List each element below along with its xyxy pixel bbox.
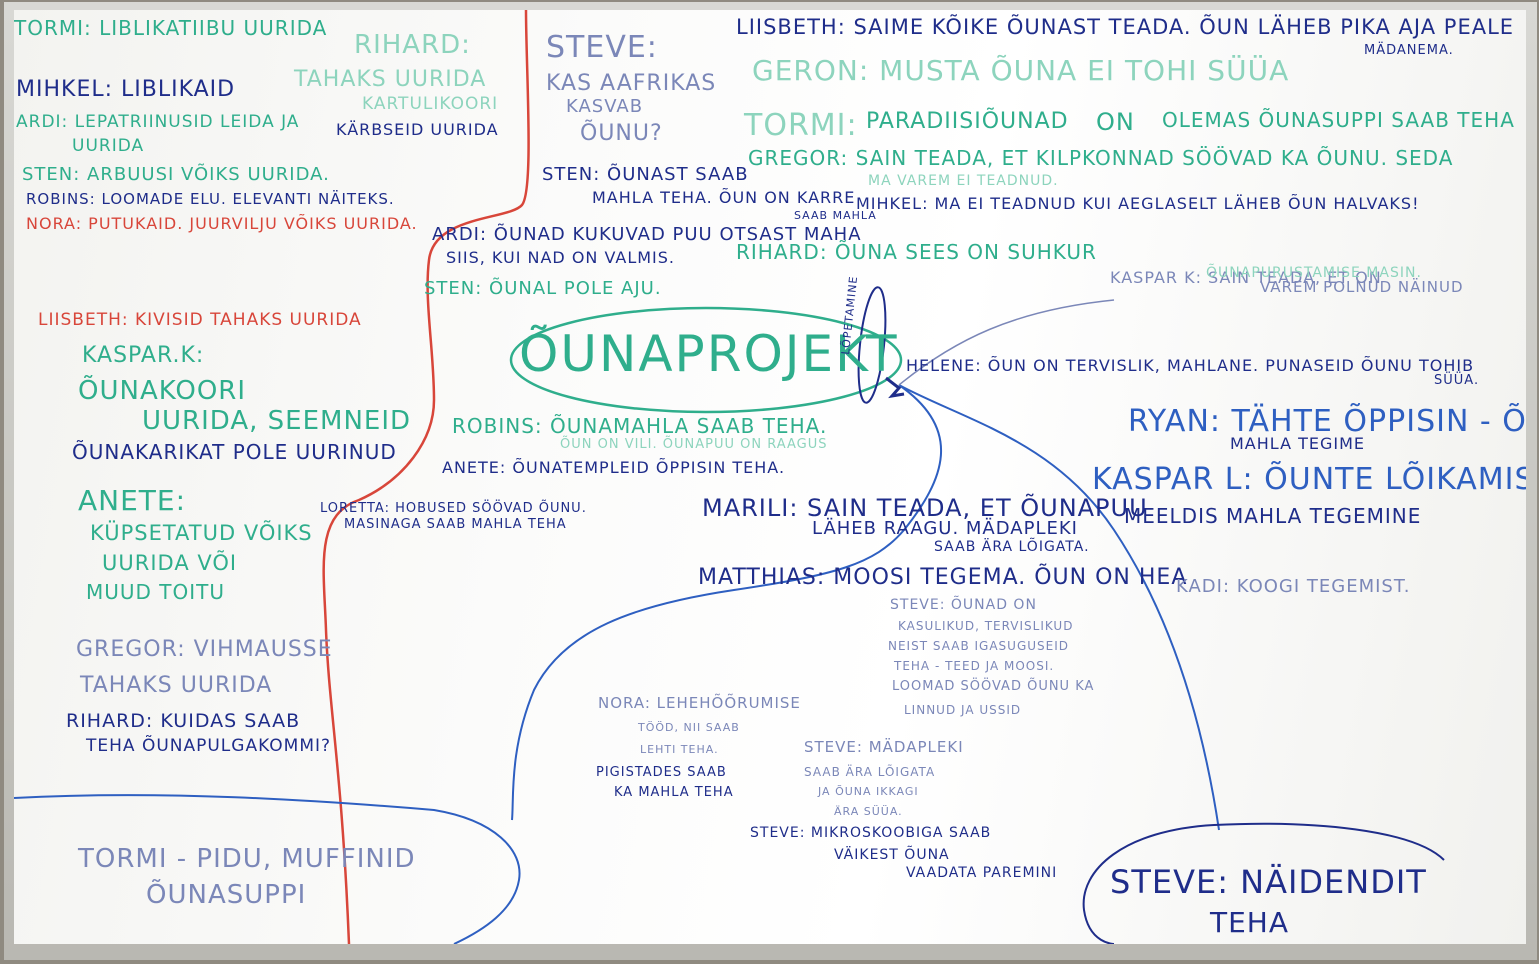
note-robins: ROBINS: LOOMADE ELU. ELEVANTI NÄITEKS. <box>26 190 395 208</box>
note-gregor: GREGOR: SAIN TEADA, ET KILPKONNAD SÖÖVAD… <box>748 146 1454 170</box>
note-ardi-cont: UURIDA <box>72 136 145 156</box>
note-steve2-3: TEHA - TEED JA MOOSI. <box>894 659 1055 673</box>
note-kasparK: KASPAR.K: <box>82 343 205 368</box>
note-tormi2-c: OLEMAS ÕUNASUPPI SAAB TEHA <box>1162 108 1515 132</box>
connector-line <box>898 384 1220 831</box>
note-steve5-cont: TEHA <box>1210 906 1290 939</box>
note-liisbeth2: LIISBETH: KIVISID TAHAKS UURIDA <box>38 310 362 330</box>
project-title: ÕUNAPROJEKT <box>519 325 899 383</box>
note-mihkel2: MIHKEL: MA EI TEADNUD KUI AEGLASELT LÄHE… <box>856 194 1420 213</box>
red-divider-line <box>322 10 530 944</box>
note-ardi2: ARDI: ÕUNAD KUKUVAD PUU OTSAST MAHA <box>432 224 862 245</box>
note-kasparL: KASPAR L: ÕUNTE LÕIKAMIST, <box>1092 462 1526 497</box>
connector-line <box>511 384 943 821</box>
note-gregor2-cont: TAHAKS UURIDA <box>80 673 273 698</box>
note-robins2: ROBINS: ÕUNAMAHLA SAAB TEHA. <box>452 414 828 438</box>
label-oval <box>857 286 887 404</box>
note-nora: NORA: PUTUKAID. JUURVILJU VÕIKS UURIDA. <box>26 214 418 233</box>
title-ellipse <box>509 306 903 414</box>
note-steve3-1: SAAB ÄRA LÕIGATA <box>804 765 936 779</box>
note-robins2-cont: ÕUN ON VILI. ÕUNAPUU ON RAAGUS <box>560 437 828 452</box>
connector-line <box>14 794 521 944</box>
connector-line <box>898 299 1115 386</box>
note-gregor-cont: MA VAREM EI TEADNUD. <box>868 173 1059 189</box>
note-ryan: RYAN: TÄHTE ÕPPISIN - Õ <box>1128 404 1526 439</box>
note-steve-3: ÕUNU? <box>580 121 663 146</box>
note-kasparK-2: UURIDA, SEEMNEID <box>142 406 412 436</box>
whiteboard: ÕUNAPROJEKT LÕPETAMINE TORMI: LIBLIKATII… <box>14 10 1526 944</box>
note-kaspar-cont: ÕUNAPURUSTAMISE MASIN. <box>1206 265 1422 281</box>
note-rihard-2: KARTULIKOORI <box>362 94 499 114</box>
note-nora2-1: TÖÖD, NII SAAB <box>638 721 740 734</box>
note-steve3-3: ÄRA SÜÜA. <box>834 805 903 818</box>
note-rihard3: RIHARD: KUIDAS SAAB <box>66 710 301 732</box>
note-liisbeth: LIISBETH: SAIME KÕIKE ÕUNAST TEADA. ÕUN … <box>736 15 1515 39</box>
note-tormi2-a: PARADIISIÕUNAD <box>866 109 1069 134</box>
note-kasparL-cont: MEELDIS MAHLA TEGEMINE <box>1124 504 1422 528</box>
note-rihard-3: KÄRBSEID UURIDA <box>336 120 499 139</box>
note-steve-title: STEVE: <box>546 30 658 65</box>
note-steve4-2: VAADATA PAREMINI <box>906 865 1058 881</box>
note-sten2-cont: MAHLA TEHA. ÕUN ON KARRE <box>592 188 856 207</box>
note-matthias: MATTHIAS: MOOSI TEGEMA. ÕUN ON HEA <box>698 565 1188 590</box>
note-nora2-3: PIGISTADES SAAB <box>596 765 727 780</box>
note-ryan-cont: MAHLA TEGIME <box>1230 434 1366 453</box>
note-rihard2: RIHARD: ÕUNA SEES ON SUHKUR <box>736 240 1097 264</box>
note-kasparK-1: ÕUNAKOORI <box>78 376 247 406</box>
note-anete2: ANETE: ÕUNATEMPLEID ÕPPISIN TEHA. <box>442 458 786 477</box>
note-steve2-1: KASULIKUD, TERVISLIKUD <box>898 619 1074 633</box>
note-marili-cont: LÄHEB RAAGU. MÄDAPLEKI <box>812 518 1078 539</box>
note-geron: GERON: MUSTA ÕUNA EI TOHI SÜÜA <box>752 54 1290 87</box>
note-steve2-2: NEIST SAAB IGASUGUSEID <box>888 639 1070 653</box>
note-ardi2-cont: SIIS, KUI NAD ON VALMIS. <box>446 248 676 267</box>
note-gregor2: GREGOR: VIHMAUSSE <box>76 637 333 662</box>
arrow-mark <box>885 376 905 399</box>
note-liisbeth-cont: MÄDANEMA. <box>1364 43 1454 58</box>
note-kaspar-cont2: VAREM POLNUD NÄINUD <box>1260 278 1464 296</box>
note-sten3: STEN: ÕUNAL POLE AJU. <box>424 278 662 299</box>
note-tormi3-cont: ÕUNASUPPI <box>146 880 307 910</box>
note-steve2-5: LINNUD JA USSID <box>904 703 1022 717</box>
marker-scribble <box>885 376 905 399</box>
note-steve4: STEVE: MIKROSKOOBIGA SAAB <box>750 825 992 841</box>
note-anete-1: KÜPSETATUD VÕIKS <box>90 521 313 545</box>
note-anete-3: MUUD TOITU <box>86 580 226 604</box>
note-kaspar: KASPAR K: SAIN TEADA, ET ON <box>1110 268 1382 287</box>
note-steve2: STEVE: ÕUNAD ON <box>890 597 1037 613</box>
note-steve4-1: VÄIKEST ÕUNA <box>834 847 950 863</box>
note-tormi: TORMI: LIBLIKATIIBU UURIDA <box>14 16 328 40</box>
note-steve2-4: LOOMAD SÖÖVAD ÕUNU KA <box>892 679 1095 694</box>
note-steve-1: KAS AAFRIKAS <box>546 71 717 96</box>
note-anete-2: UURIDA VÕI <box>102 551 238 575</box>
note-steve5: STEVE: NÄIDENDIT <box>1110 863 1427 901</box>
note-sten2: STEN: ÕUNAST SAAB <box>542 164 749 185</box>
note-steve-2: KASVAB <box>566 96 644 117</box>
note-sten2-cont2: SAAB MAHLA <box>794 209 877 222</box>
connector-line <box>1082 822 1445 944</box>
note-rihard3-cont: TEHA ÕUNAPULGAKOMMI? <box>86 736 332 756</box>
note-nora2-2: LEHTI TEHA. <box>640 743 719 756</box>
note-loretta: LORETTA: HOBUSED SÖÖVAD ÕUNU. <box>320 501 587 516</box>
note-mihkel: MIHKEL: LIBLIKAID <box>16 77 236 102</box>
note-nora2-4: KA MAHLA TEHA <box>614 785 734 800</box>
note-steve3: STEVE: MÄDAPLEKI <box>804 738 964 756</box>
marker-lines <box>14 10 1445 944</box>
note-nora2: NORA: LEHEHÕÕRUMISE <box>598 694 801 712</box>
note-rihard-title: RIHARD: <box>354 30 471 60</box>
note-tormi2-name: TORMI: <box>744 108 858 143</box>
note-sten: STEN: ARBUUSI VÕIKS UURIDA. <box>22 164 330 185</box>
note-helene-cont: SÜÜA. <box>1434 373 1480 388</box>
note-rihard-1: TAHAKS UURIDA <box>294 67 487 92</box>
note-helene: HELENE: ÕUN ON TERVISLIK, MAHLANE. PUNAS… <box>906 356 1475 375</box>
note-anete: ANETE: <box>78 484 187 517</box>
note-kasparK-3: ÕUNAKARIKAT POLE UURINUD <box>72 440 397 464</box>
note-marili-cont2: SAAB ÄRA LÕIGATA. <box>934 539 1090 555</box>
note-ardi: ARDI: LEPATRIINUSID LEIDA JA <box>16 112 300 132</box>
note-tormi2-b: ON <box>1096 108 1135 136</box>
note-kadi: KADI: KOOGI TEGEMIST. <box>1176 576 1411 597</box>
note-marili: MARILI: SAIN TEADA, ET ÕUNAPUU <box>702 494 1148 522</box>
note-steve3-2: JA ÕUNA IKKAGI <box>818 785 919 798</box>
note-loretta-cont: MASINAGA SAAB MAHLA TEHA <box>344 517 567 532</box>
note-tormi3: TORMI - PIDU, MUFFINID <box>78 844 416 874</box>
